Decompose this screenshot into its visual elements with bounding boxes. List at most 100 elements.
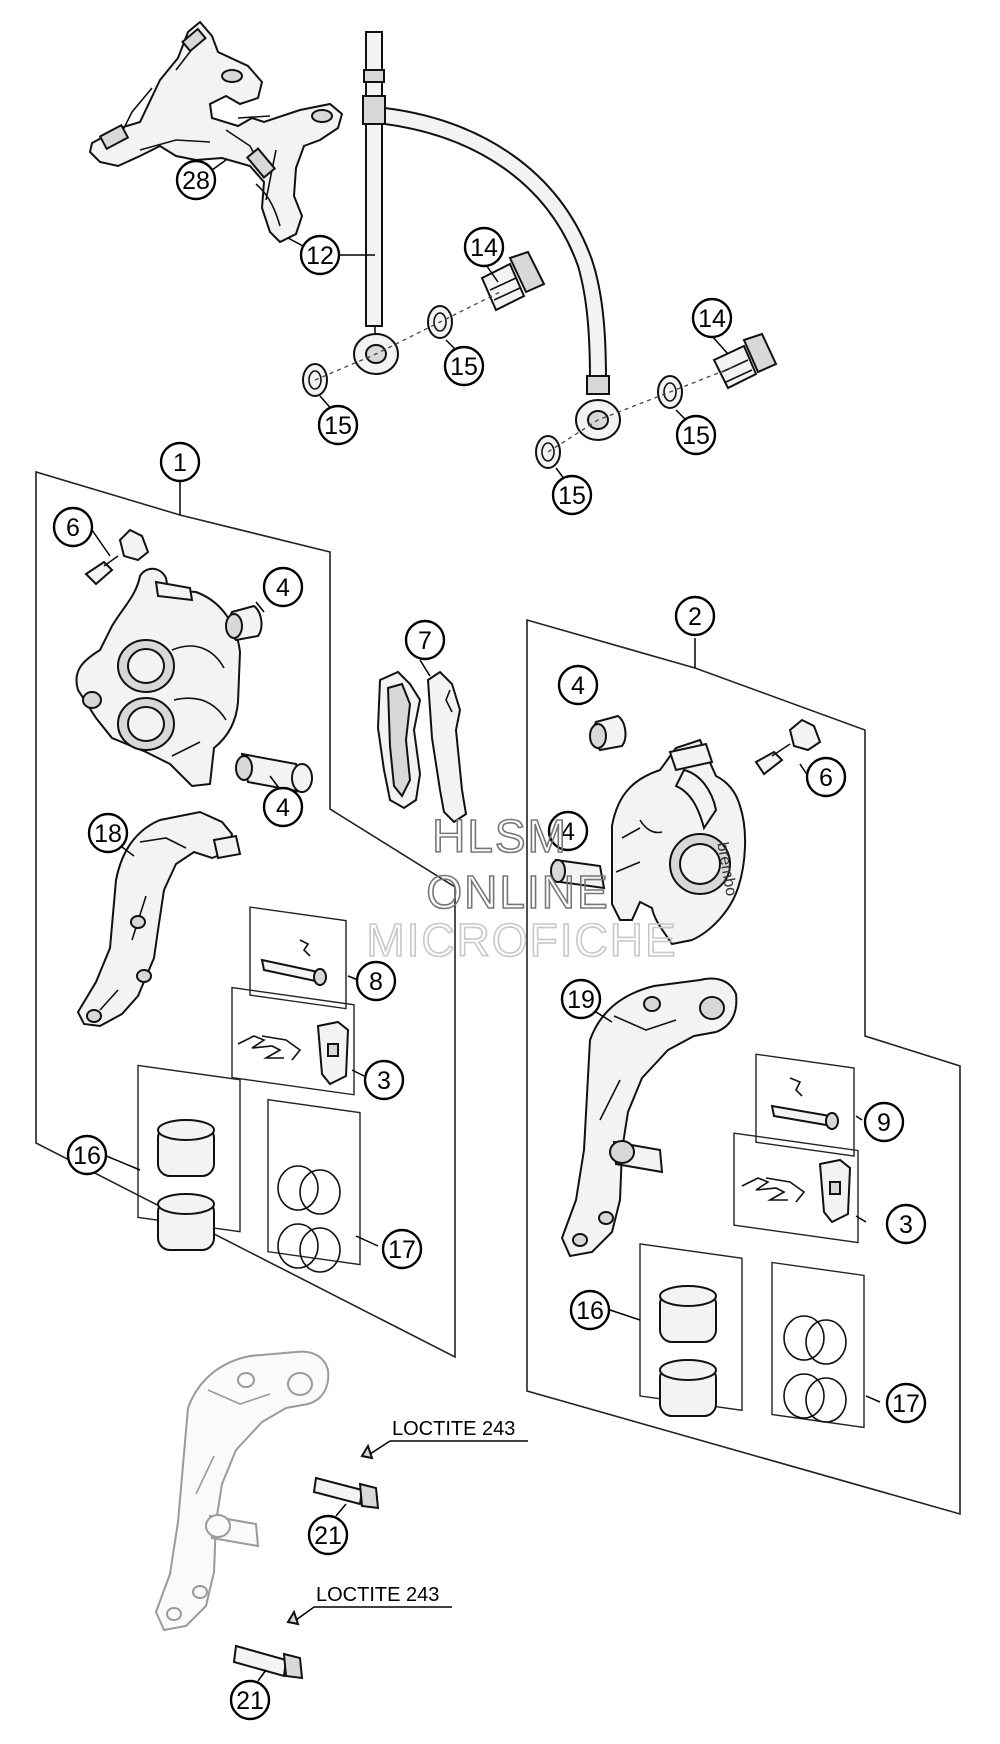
- callout-4-lower-left[interactable]: 4: [262, 786, 304, 828]
- callout-19-label: 19: [567, 986, 595, 1014]
- box-spring-3-left: [231, 986, 355, 1096]
- caliper-bracket-19: [560, 977, 738, 1258]
- watermark-line2: ONLINE: [426, 866, 609, 918]
- bracket-mounting-outline: [154, 1350, 330, 1632]
- callout-9[interactable]: 9: [863, 1101, 905, 1143]
- bushing-4-caliper-2: [589, 714, 627, 752]
- callout-17-right-label: 17: [892, 1390, 920, 1418]
- brake-line-12: [362, 31, 610, 395]
- callout-15-b[interactable]: 15: [443, 345, 485, 387]
- callout-12-label: 12: [306, 242, 334, 270]
- callout-15-a-label: 15: [324, 412, 352, 440]
- callout-18-label: 18: [94, 820, 122, 848]
- watermark-line1: HLSM: [432, 810, 568, 862]
- callout-3-left-label: 3: [377, 1067, 391, 1095]
- leader-21-upper: [335, 1503, 347, 1517]
- pin-8: [260, 939, 327, 986]
- box-seals-17-left: [267, 1098, 361, 1266]
- callout-15-d[interactable]: 15: [675, 414, 717, 456]
- bolt-21-lower: [232, 1609, 304, 1680]
- callout-14-left[interactable]: 14: [463, 226, 505, 268]
- callout-4-caliper-2-upper-label: 4: [571, 672, 585, 700]
- pin-9: [770, 1077, 839, 1130]
- callout-15-c-label: 15: [558, 482, 586, 510]
- callout-18[interactable]: 18: [87, 812, 129, 854]
- callout-3-right[interactable]: 3: [885, 1203, 927, 1245]
- panel-caliper-1: [35, 470, 456, 1359]
- callout-4-caliper-2-upper[interactable]: 4: [557, 664, 599, 706]
- caliper-bracket-18: [76, 810, 242, 1028]
- loctite-note-lower: LOCTITE 243: [316, 1584, 439, 1606]
- callout-16-right[interactable]: 16: [569, 1289, 611, 1331]
- callout-17-right[interactable]: 17: [885, 1382, 927, 1424]
- callout-14-right[interactable]: 14: [691, 297, 733, 339]
- bushing-4-upper-left: [225, 604, 263, 642]
- watermark-line3: MICROFICHE: [366, 914, 677, 966]
- callout-16-left[interactable]: 16: [66, 1134, 108, 1176]
- washer-15-b: [427, 305, 453, 339]
- callout-3-left[interactable]: 3: [363, 1059, 405, 1101]
- seals-17-right: [783, 1315, 847, 1423]
- callout-16-right-label: 16: [576, 1297, 604, 1325]
- loctite-leader-upper: [369, 1440, 391, 1455]
- callout-28[interactable]: 28: [175, 159, 217, 201]
- axis-line-right: [547, 365, 737, 453]
- loctite-note-upper: LOCTITE 243: [392, 1418, 515, 1440]
- callout-6-right-label: 6: [819, 764, 833, 792]
- leader-28: [211, 159, 227, 171]
- bleeder-6-left: [84, 528, 150, 586]
- callout-15-b-label: 15: [450, 353, 478, 381]
- watermark: HLSM ONLINE MICROFICHE: [366, 809, 677, 967]
- callout-15-a[interactable]: 15: [317, 404, 359, 446]
- callout-17-left-label: 17: [388, 1236, 416, 1264]
- bracket-28: [88, 20, 344, 244]
- banjo-bolt-14-right: [712, 332, 778, 390]
- callout-6-left[interactable]: 6: [52, 506, 94, 548]
- callout-4-upper-left[interactable]: 4: [262, 566, 304, 608]
- callout-21-upper-label: 21: [314, 1522, 342, 1550]
- callout-4-lower-left-label: 4: [276, 794, 290, 822]
- callout-14-right-label: 14: [698, 305, 726, 333]
- callout-1[interactable]: 1: [159, 441, 201, 483]
- callout-4-caliper-2-lower[interactable]: 4: [547, 810, 589, 852]
- box-pin-8: [249, 906, 347, 1010]
- callout-4-upper-left-label: 4: [276, 574, 290, 602]
- leader-18: [121, 846, 135, 857]
- axis-line-left: [314, 291, 501, 381]
- callout-6-right[interactable]: 6: [805, 756, 847, 798]
- pistons-16-right: [659, 1285, 717, 1417]
- callout-7[interactable]: 7: [404, 619, 446, 661]
- callout-21-lower-label: 21: [236, 1687, 264, 1715]
- spring-3-left: [237, 1020, 350, 1086]
- banjo-bolt-14-left: [480, 250, 546, 312]
- callout-21-lower[interactable]: 21: [229, 1679, 271, 1721]
- pin-4-caliper-2: [550, 858, 606, 890]
- brake-pads-7: [376, 670, 468, 824]
- callout-2-label: 2: [688, 603, 702, 631]
- spring-3-right: [741, 1158, 852, 1224]
- callout-1-label: 1: [173, 449, 187, 477]
- callout-21-upper[interactable]: 21: [307, 1514, 349, 1556]
- leader-21-lower: [257, 1669, 267, 1682]
- box-spring-3-right: [733, 1132, 859, 1244]
- callout-14-left-label: 14: [470, 234, 498, 262]
- bolt-21-upper: [312, 1443, 380, 1510]
- callout-8[interactable]: 8: [355, 960, 397, 1002]
- callout-15-c[interactable]: 15: [551, 474, 593, 516]
- callout-28-label: 28: [182, 167, 210, 195]
- callout-12[interactable]: 12: [299, 234, 341, 276]
- pistons-16-left: [157, 1119, 215, 1251]
- callout-9-label: 9: [877, 1109, 891, 1137]
- callout-15-d-label: 15: [682, 422, 710, 450]
- callout-17-left[interactable]: 17: [381, 1228, 423, 1270]
- loctite-leader-lower: [295, 1606, 315, 1621]
- callout-4-caliper-2-lower-label: 4: [561, 818, 575, 846]
- caliper-body-1: [75, 567, 242, 788]
- callout-19[interactable]: 19: [560, 978, 602, 1020]
- callout-2[interactable]: 2: [674, 595, 716, 637]
- callout-7-label: 7: [418, 627, 432, 655]
- leader-19: [595, 1011, 613, 1023]
- seals-17-left: [277, 1165, 341, 1273]
- pin-4-lower-left: [235, 752, 313, 794]
